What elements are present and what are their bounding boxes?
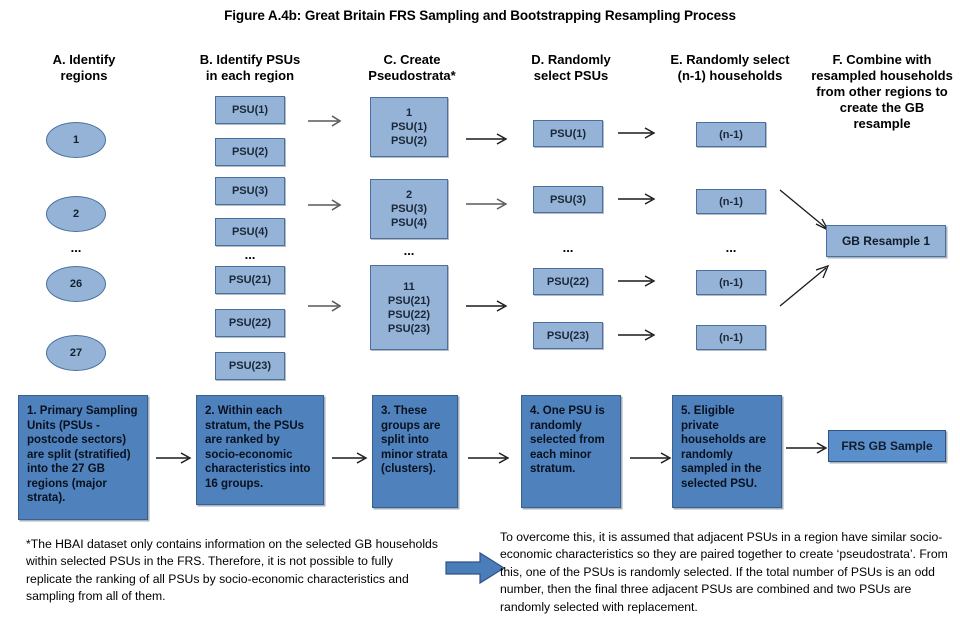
- arrow-step-2-to-3: [332, 452, 368, 464]
- step-box-4[interactable]: 4. One PSU is randomly selected from eac…: [521, 395, 621, 508]
- page-title: Figure A.4b: Great Britain FRS Sampling …: [224, 8, 736, 23]
- region-ellipse-1[interactable]: 1: [46, 122, 106, 158]
- region-ellipse-2[interactable]: 2: [46, 196, 106, 232]
- arrow-c-to-d-3: [466, 300, 508, 312]
- household-box-3[interactable]: (n-1): [696, 270, 766, 295]
- arrow-d-to-e-3: [618, 275, 656, 287]
- gb-resample-box[interactable]: GB Resample 1: [826, 225, 946, 257]
- household-box-1[interactable]: (n-1): [696, 122, 766, 147]
- column-heading-c: C. Create Pseudostrata*: [368, 52, 456, 83]
- selected-psu-box-22[interactable]: PSU(22): [533, 268, 603, 295]
- arrow-b-to-c-2: [308, 199, 342, 211]
- household-box-4[interactable]: (n-1): [696, 325, 766, 350]
- pseudostratum-box-2[interactable]: 2 PSU(3) PSU(4): [370, 179, 448, 239]
- blue-block-arrow-icon: [445, 551, 506, 585]
- arrow-b-to-c-3: [308, 300, 342, 312]
- arrow-c-to-d-1: [466, 133, 508, 145]
- selected-psu-box-3[interactable]: PSU(3): [533, 186, 603, 213]
- footnote-left: *The HBAI dataset only contains informat…: [26, 537, 438, 604]
- psu-box-3[interactable]: PSU(3): [215, 177, 285, 205]
- region-ellipse-27[interactable]: 27: [46, 335, 106, 371]
- column-heading-f: F. Combine with resampled households fro…: [811, 52, 953, 131]
- pseudostratum-ellipsis: ...: [403, 243, 415, 258]
- arrow-step-5-to-sample: [786, 442, 828, 454]
- psu-box-22[interactable]: PSU(22): [215, 309, 285, 337]
- selected-psu-box-1[interactable]: PSU(1): [533, 120, 603, 147]
- arrow-c-to-d-2: [466, 198, 508, 210]
- psu-box-2[interactable]: PSU(2): [215, 138, 285, 166]
- arrow-b-to-c-1: [308, 115, 342, 127]
- arrow-step-3-to-4: [468, 452, 510, 464]
- footnote-right: To overcome this, it is assumed that adj…: [500, 530, 948, 614]
- step-box-1[interactable]: 1. Primary Sampling Units (PSUs - postco…: [18, 395, 148, 520]
- household-ellipsis: ...: [725, 240, 737, 255]
- household-box-2[interactable]: (n-1): [696, 189, 766, 214]
- psu-ellipsis: ...: [244, 247, 256, 262]
- column-heading-e: E. Randomly select (n-1) households: [670, 52, 790, 83]
- arrow-d-to-e-2: [618, 193, 656, 205]
- psu-box-23[interactable]: PSU(23): [215, 352, 285, 380]
- column-heading-b: B. Identify PSUs in each region: [199, 52, 301, 83]
- region-ellipse-26[interactable]: 26: [46, 266, 106, 302]
- column-heading-a: A. Identify regions: [52, 52, 116, 83]
- selected-psu-ellipsis: ...: [562, 240, 574, 255]
- psu-box-4[interactable]: PSU(4): [215, 218, 285, 246]
- step-box-3[interactable]: 3. These groups are split into minor str…: [372, 395, 458, 508]
- column-heading-d: D. Randomly select PSUs: [531, 52, 611, 83]
- pseudostratum-box-1[interactable]: 1 PSU(1) PSU(2): [370, 97, 448, 157]
- arrow-d-to-e-4: [618, 329, 656, 341]
- frs-gb-sample-box[interactable]: FRS GB Sample: [828, 430, 946, 462]
- pseudostratum-box-11[interactable]: 11 PSU(21) PSU(22) PSU(23): [370, 265, 448, 350]
- region-ellipsis: ...: [70, 240, 82, 255]
- arrow-d-to-e-1: [618, 127, 656, 139]
- selected-psu-box-23[interactable]: PSU(23): [533, 322, 603, 349]
- step-box-5[interactable]: 5. Eligible private households are rando…: [672, 395, 782, 508]
- psu-box-21[interactable]: PSU(21): [215, 266, 285, 294]
- psu-box-1[interactable]: PSU(1): [215, 96, 285, 124]
- arrow-step-1-to-2: [156, 452, 192, 464]
- arrow-e-to-f-lower: [779, 264, 830, 307]
- arrow-step-4-to-5: [630, 452, 672, 464]
- step-box-2[interactable]: 2. Within each stratum, the PSUs are ran…: [196, 395, 324, 505]
